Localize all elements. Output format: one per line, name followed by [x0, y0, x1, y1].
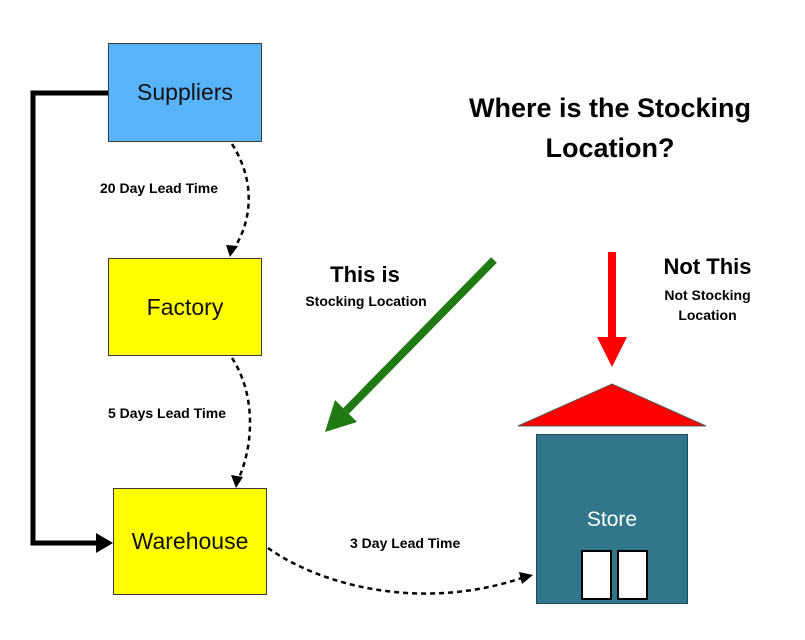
not-stocking-callout-subtitle: Not Stocking Location	[664, 287, 751, 323]
lead-time-label-factory: 5 Days Lead Time	[108, 405, 227, 421]
factory-label: Factory	[146, 293, 224, 320]
store-label: Store	[586, 508, 638, 531]
bypass-arrowhead	[96, 533, 113, 553]
suppliers-to-factory-connector	[230, 143, 250, 251]
suppliers-box: Suppliers	[108, 43, 262, 142]
suppliers-label: Suppliers	[137, 79, 233, 105]
store-building	[536, 434, 688, 604]
warehouse-box: Warehouse	[113, 488, 267, 595]
warehouse-to-store-arrowhead	[519, 572, 533, 584]
factory-box: Factory	[108, 258, 262, 356]
diagram-title: Where is the Stocking Location?	[468, 93, 752, 163]
warehouse-to-store-connector	[267, 546, 523, 595]
lead-time-label-suppliers: 20 Day Lead Time	[100, 180, 219, 196]
stocking-callout-title: This is	[330, 262, 400, 287]
store-door-right	[617, 550, 648, 600]
factory-to-warehouse-connector	[230, 357, 252, 481]
stocking-location-arrowhead	[325, 400, 357, 432]
bypass-connector	[30, 90, 108, 546]
not-stocking-arrowhead	[597, 337, 627, 367]
warehouse-label: Warehouse	[131, 528, 249, 554]
store-door-left	[581, 550, 612, 600]
suppliers-to-factory-arrowhead	[226, 245, 238, 257]
store-roof	[517, 383, 707, 427]
lead-time-label-warehouse: 3 Day Lead Time	[350, 535, 461, 551]
not-stocking-callout-title: Not This	[663, 254, 752, 279]
stocking-location-arrow-shaft	[343, 257, 497, 414]
factory-to-warehouse-arrowhead	[231, 475, 243, 488]
stocking-callout-subtitle: Stocking Location	[305, 293, 427, 309]
